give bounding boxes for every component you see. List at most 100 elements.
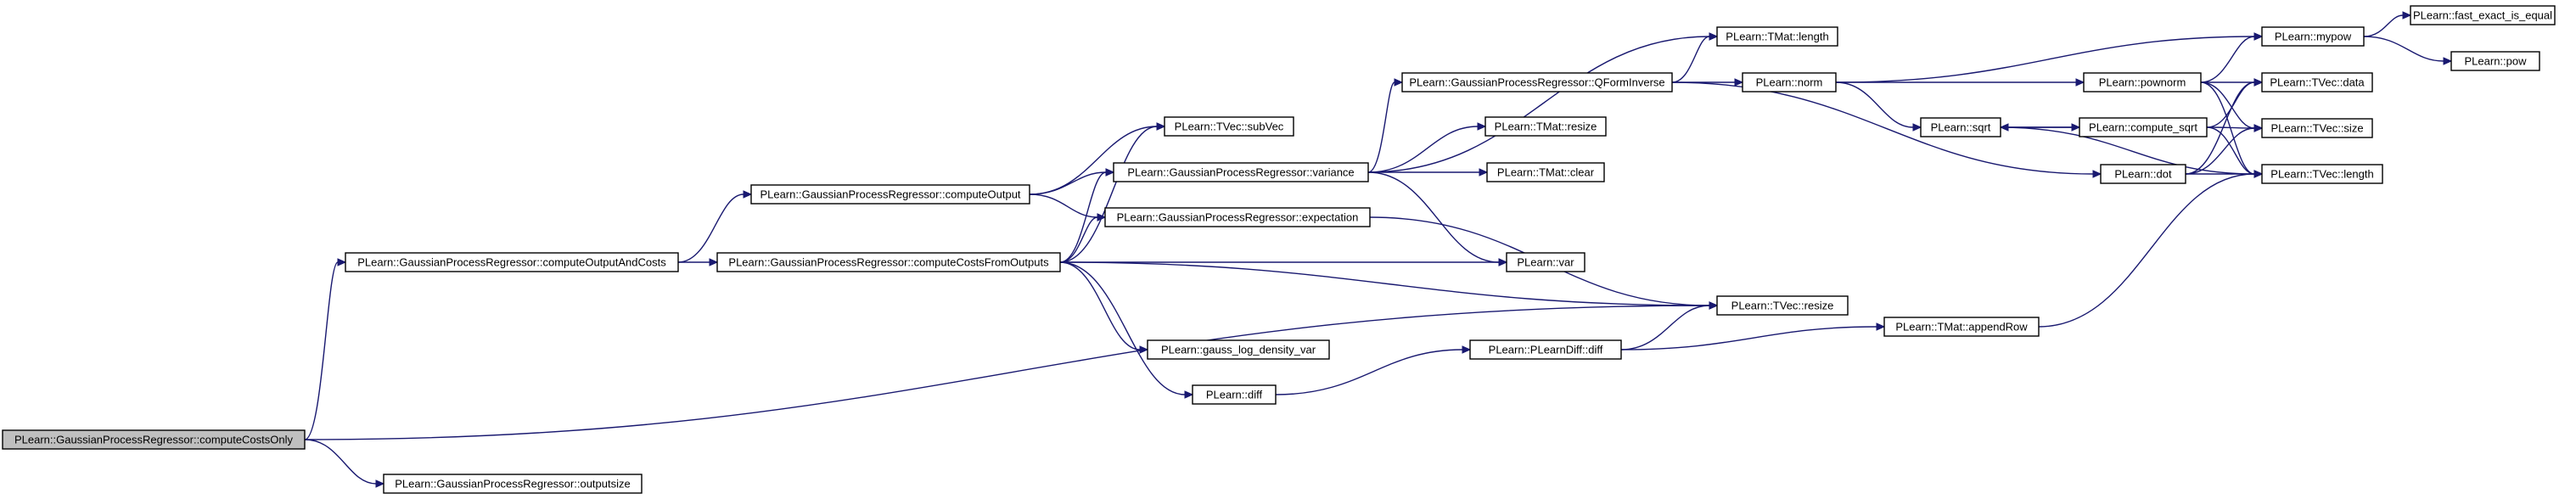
node-tvecSize[interactable]: PLearn::TVec::size (2261, 118, 2373, 138)
arrowhead-dot-to-tvecData (2253, 78, 2264, 87)
node-label-tmatLength: PLearn::TMat::length (1726, 31, 1828, 43)
node-tmatLength[interactable]: PLearn::TMat::length (1716, 26, 1838, 47)
node-box-gaussLog[interactable] (1147, 339, 1330, 360)
arrowhead-norm-to-pownorm (2075, 78, 2085, 87)
arrowhead-computeSqrt-to-sqrt (1999, 123, 2009, 132)
node-label-variance: PLearn::GaussianProcessRegressor::varian… (1127, 166, 1354, 179)
node-box-tmatClear[interactable] (1486, 162, 1605, 182)
node-label-pownorm: PLearn::pownorm (2099, 76, 2186, 89)
node-tvecResize[interactable]: PLearn::TVec::resize (1716, 295, 1849, 316)
node-tvecSubVec[interactable]: PLearn::TVec::subVec (1164, 116, 1294, 137)
node-appendRow[interactable]: PLearn::TMat::appendRow (1883, 317, 2040, 337)
arrowhead-computeCostsOnly-to-outputsize (375, 479, 385, 488)
node-label-mypow: PLearn::mypow (2275, 31, 2352, 43)
edge-variance-to-tmatLength (1367, 36, 1710, 173)
arrowhead-computeOutputAndCosts-to-computeOutput (743, 190, 753, 199)
node-box-tvecSize[interactable] (2261, 118, 2373, 138)
node-label-var: PLearn::var (1517, 256, 1574, 269)
node-box-var[interactable] (1506, 252, 1585, 272)
edge-variance-to-qform (1367, 81, 1395, 173)
node-box-dot[interactable] (2100, 164, 2186, 184)
node-box-plearnDiff[interactable] (1469, 339, 1622, 360)
node-box-fastExact[interactable] (2410, 5, 2556, 25)
node-var[interactable]: PLearn::var (1506, 252, 1585, 272)
edge-computeCostsOnly-to-outputsize (304, 439, 377, 485)
node-computeSqrt[interactable]: PLearn::compute_sqrt (2079, 117, 2208, 137)
node-label-computeOutput: PLearn::GaussianProcessRegressor::comput… (760, 188, 1020, 201)
node-box-sqrt[interactable] (1920, 117, 2001, 137)
node-box-pow[interactable] (2450, 51, 2540, 71)
edge-computeOutput-to-variance (1029, 171, 1107, 195)
node-label-expectation: PLearn::GaussianProcessRegressor::expect… (1117, 211, 1359, 224)
edge-computeCostsFromOutputs-to-diff (1059, 261, 1186, 395)
node-tmatClear[interactable]: PLearn::TMat::clear (1486, 162, 1605, 182)
arrowhead-mypow-to-fastExact (2402, 11, 2412, 20)
edge-computeCostsFromOutputs-to-expectation (1059, 216, 1098, 263)
node-box-pownorm[interactable] (2083, 72, 2202, 93)
arrowhead-dot-to-tvecSize (2253, 124, 2264, 132)
node-fastExact[interactable]: PLearn::fast_exact_is_equal (2410, 5, 2556, 25)
edge-computeCostsFromOutputs-to-variance (1059, 171, 1107, 263)
node-expectation[interactable]: PLearn::GaussianProcessRegressor::expect… (1104, 207, 1371, 227)
node-label-gaussLog: PLearn::gauss_log_density_var (1161, 344, 1316, 356)
node-label-computeOutputAndCosts: PLearn::GaussianProcessRegressor::comput… (357, 256, 666, 269)
node-label-norm: PLearn::norm (1756, 76, 1823, 89)
node-pow[interactable]: PLearn::pow (2450, 51, 2540, 71)
node-box-variance[interactable] (1113, 162, 1369, 182)
node-box-computeOutputAndCosts[interactable] (345, 252, 679, 272)
node-pownorm[interactable]: PLearn::pownorm (2083, 72, 2202, 93)
node-tvecLength[interactable]: PLearn::TVec::length (2261, 164, 2383, 184)
node-qform[interactable]: PLearn::GaussianProcessRegressor::QFormI… (1401, 72, 1673, 93)
edge-pownorm-to-mypow (2200, 36, 2255, 83)
node-mypow[interactable]: PLearn::mypow (2261, 26, 2365, 47)
node-variance[interactable]: PLearn::GaussianProcessRegressor::varian… (1113, 162, 1369, 182)
edge-plearnDiff-to-appendRow (1620, 326, 1877, 350)
node-box-outputsize[interactable] (383, 474, 643, 494)
node-box-appendRow[interactable] (1883, 317, 2040, 337)
node-plearnDiff[interactable]: PLearn::PLearnDiff::diff (1469, 339, 1622, 360)
node-label-tvecResize: PLearn::TVec::resize (1731, 300, 1834, 312)
edge-computeCostsOnly-to-computeOutputAndCosts (304, 261, 339, 440)
node-dot[interactable]: PLearn::dot (2100, 164, 2186, 184)
arrowhead-mypow-to-pow (2443, 57, 2453, 65)
node-diff[interactable]: PLearn::diff (1192, 384, 1277, 405)
node-box-tvecSubVec[interactable] (1164, 116, 1294, 137)
node-label-computeSqrt: PLearn::compute_sqrt (2089, 121, 2197, 134)
node-computeCostsFromOutputs[interactable]: PLearn::GaussianProcessRegressor::comput… (716, 252, 1061, 272)
node-label-tmatResize: PLearn::TMat::resize (1495, 121, 1597, 133)
arrowhead-computeCostsFromOutputs-to-expectation (1097, 213, 1107, 221)
arrowhead-computeOutputAndCosts-to-computeCostsFromOutputs (709, 258, 719, 266)
node-box-tvecResize[interactable] (1716, 295, 1849, 316)
node-computeOutput[interactable]: PLearn::GaussianProcessRegressor::comput… (750, 184, 1030, 205)
node-sqrt[interactable]: PLearn::sqrt (1920, 117, 2001, 137)
node-gaussLog[interactable]: PLearn::gauss_log_density_var (1147, 339, 1330, 360)
node-box-tvecData[interactable] (2261, 72, 2373, 93)
node-computeOutputAndCosts[interactable]: PLearn::GaussianProcessRegressor::comput… (345, 252, 679, 272)
node-outputsize[interactable]: PLearn::GaussianProcessRegressor::output… (383, 474, 643, 494)
node-box-norm[interactable] (1742, 72, 1837, 93)
arrowhead-pownorm-to-mypow (2253, 32, 2264, 41)
node-box-computeCostsFromOutputs[interactable] (716, 252, 1061, 272)
node-tvecData[interactable]: PLearn::TVec::data (2261, 72, 2373, 93)
arrowhead-diff-to-plearnDiff (1462, 345, 1472, 354)
node-box-tvecLength[interactable] (2261, 164, 2383, 184)
node-box-diff[interactable] (1192, 384, 1277, 405)
call-edges (304, 11, 2453, 488)
node-box-qform[interactable] (1401, 72, 1673, 93)
node-box-computeSqrt[interactable] (2079, 117, 2208, 137)
arrowhead-qform-to-tmatLength (1709, 32, 1719, 41)
node-box-expectation[interactable] (1104, 207, 1371, 227)
node-box-tmatResize[interactable] (1484, 116, 1607, 137)
node-box-mypow[interactable] (2261, 26, 2365, 47)
node-label-outputsize: PLearn::GaussianProcessRegressor::output… (395, 478, 630, 491)
node-box-tmatLength[interactable] (1716, 26, 1838, 47)
edge-computeCostsFromOutputs-to-tvecSubVec (1059, 126, 1158, 263)
edge-computeCostsFromOutputs-to-gaussLog (1059, 261, 1141, 350)
node-computeCostsOnly[interactable]: PLearn::GaussianProcessRegressor::comput… (2, 429, 306, 450)
node-box-computeCostsOnly[interactable] (2, 429, 306, 450)
node-box-computeOutput[interactable] (750, 184, 1030, 205)
edge-pownorm-to-tvecSize (2200, 81, 2255, 129)
node-tmatResize[interactable]: PLearn::TMat::resize (1484, 116, 1607, 137)
node-norm[interactable]: PLearn::norm (1742, 72, 1837, 93)
